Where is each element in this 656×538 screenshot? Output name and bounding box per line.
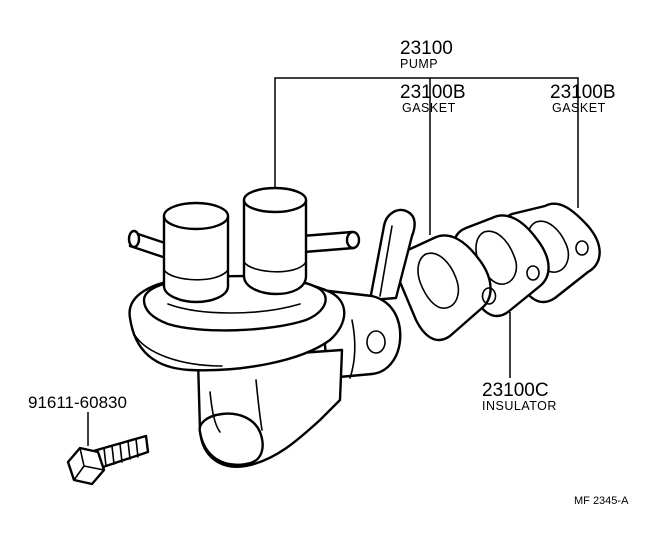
gasket-b-part-number: 23100B	[550, 82, 616, 103]
bolt-part-number: 91611-60830	[28, 393, 127, 412]
fuel-pump	[127, 186, 416, 468]
pump-leader	[274, 77, 579, 208]
figure-code: MF 2345-A	[574, 495, 629, 507]
hex-bolt	[66, 434, 150, 486]
gasket-a-part-name: GASKET	[402, 101, 456, 115]
callout-insulator: 23100C INSULATOR	[482, 380, 557, 413]
pump-part-name: PUMP	[400, 57, 438, 71]
callout-gasket-b: 23100B GASKET	[550, 82, 616, 115]
callout-gasket-a: 23100B GASKET	[400, 82, 466, 115]
callout-pump: 23100 PUMP	[400, 38, 453, 71]
callout-bolt: 91611-60830	[28, 393, 127, 412]
gasket-front	[396, 234, 497, 342]
gasket-a-part-number: 23100B	[400, 82, 466, 103]
leader-lines	[87, 77, 579, 446]
pump-part-number: 23100	[400, 38, 453, 59]
insulator-part-number: 23100C	[482, 380, 549, 401]
gasket-b-part-name: GASKET	[552, 101, 606, 115]
insulator-part-name: INSULATOR	[482, 399, 557, 413]
